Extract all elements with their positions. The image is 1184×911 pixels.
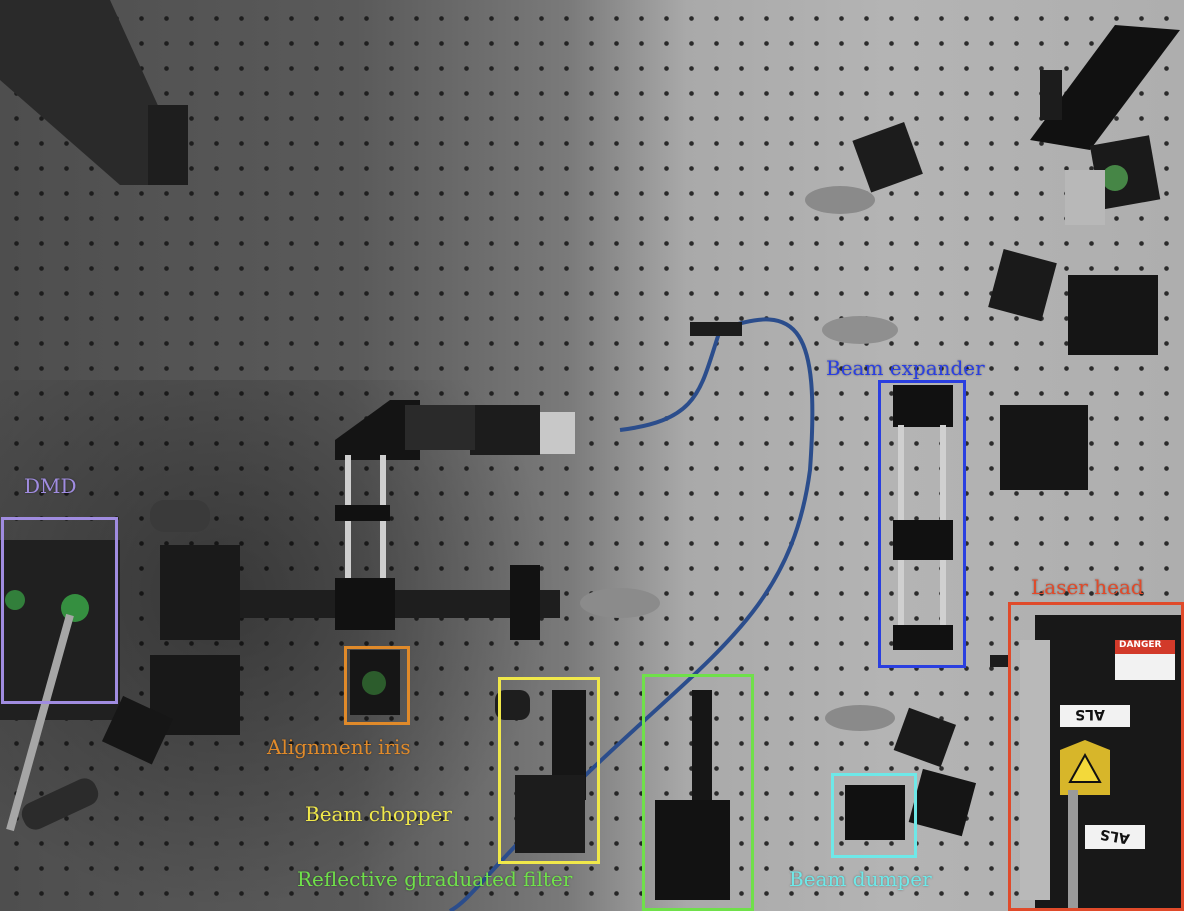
mount-clamp — [990, 655, 1010, 667]
mirror-plate — [1030, 25, 1180, 150]
mirror-mount — [101, 695, 173, 765]
laser-side-plate — [1020, 640, 1050, 900]
dmd-light — [5, 590, 25, 610]
laser-head-label: Laser head — [1031, 575, 1144, 599]
laser-head-highlight-box — [1008, 602, 1184, 911]
mirror-mount — [893, 707, 957, 768]
lens-mount — [510, 565, 540, 640]
danger-sign-text: DANGER — [1119, 640, 1162, 650]
reflective-filter-label: Reflective gtraduated filter — [297, 867, 573, 891]
filter-holder — [655, 800, 730, 900]
dmd-post — [6, 613, 74, 832]
als-label-plate — [1060, 705, 1130, 727]
laser-cable — [1068, 790, 1078, 911]
dmd-highlight-box — [1, 517, 118, 704]
fiber-cable — [619, 329, 722, 432]
laser-spot — [1102, 165, 1128, 191]
expander-mount — [893, 385, 953, 427]
camera-body — [470, 405, 540, 455]
cage-plate — [335, 505, 390, 521]
beam-dumper-label: Beam dumper — [789, 867, 932, 891]
beam-expander-label: Beam expander — [826, 356, 985, 380]
als-label-plate — [1085, 825, 1145, 849]
expander-lens — [893, 625, 953, 650]
laser-warning-triangle — [1068, 752, 1102, 783]
chopper-body — [515, 775, 585, 853]
ruler-mount — [148, 105, 188, 185]
mirror-mount — [988, 249, 1057, 322]
dmd-device — [0, 540, 120, 720]
alignment-iris-highlight-box — [344, 646, 410, 725]
kinematic-platform — [1000, 405, 1088, 490]
kinematic-platform — [1068, 275, 1158, 355]
dmd-label: DMD — [24, 474, 77, 498]
iris-aperture — [362, 671, 386, 695]
beam-chopper-label: Beam chopper — [305, 802, 452, 826]
post — [1065, 170, 1105, 225]
beam-expander-highlight-box — [878, 380, 966, 668]
danger-sign-header — [1115, 640, 1175, 654]
beam-dumper-highlight-box — [831, 773, 917, 858]
chopper-knob — [495, 690, 530, 720]
cage-rail — [240, 590, 560, 618]
cage-plate — [405, 405, 475, 450]
clamp-fork — [580, 588, 660, 618]
post-holder — [1040, 70, 1062, 120]
post — [21, 778, 99, 830]
alignment-iris-label: Alignment iris — [267, 735, 411, 759]
beam-dump — [845, 785, 905, 840]
mirror-mount — [908, 768, 977, 837]
clamp-fork — [822, 316, 898, 344]
mirror-mount — [852, 122, 923, 193]
camera-connector — [535, 412, 575, 454]
beam-chopper-highlight-box — [498, 677, 600, 864]
clamp-fork — [825, 705, 895, 731]
cable-clamp — [690, 322, 742, 336]
cage-corner — [335, 400, 420, 460]
dmd-mount — [160, 545, 240, 640]
post — [150, 500, 210, 532]
reflective-filter-highlight-box — [642, 674, 754, 911]
beam-splitter-cube — [335, 578, 395, 630]
ruler-bracket — [0, 0, 160, 185]
expander-lens — [893, 520, 953, 560]
clamp-fork — [805, 186, 875, 214]
